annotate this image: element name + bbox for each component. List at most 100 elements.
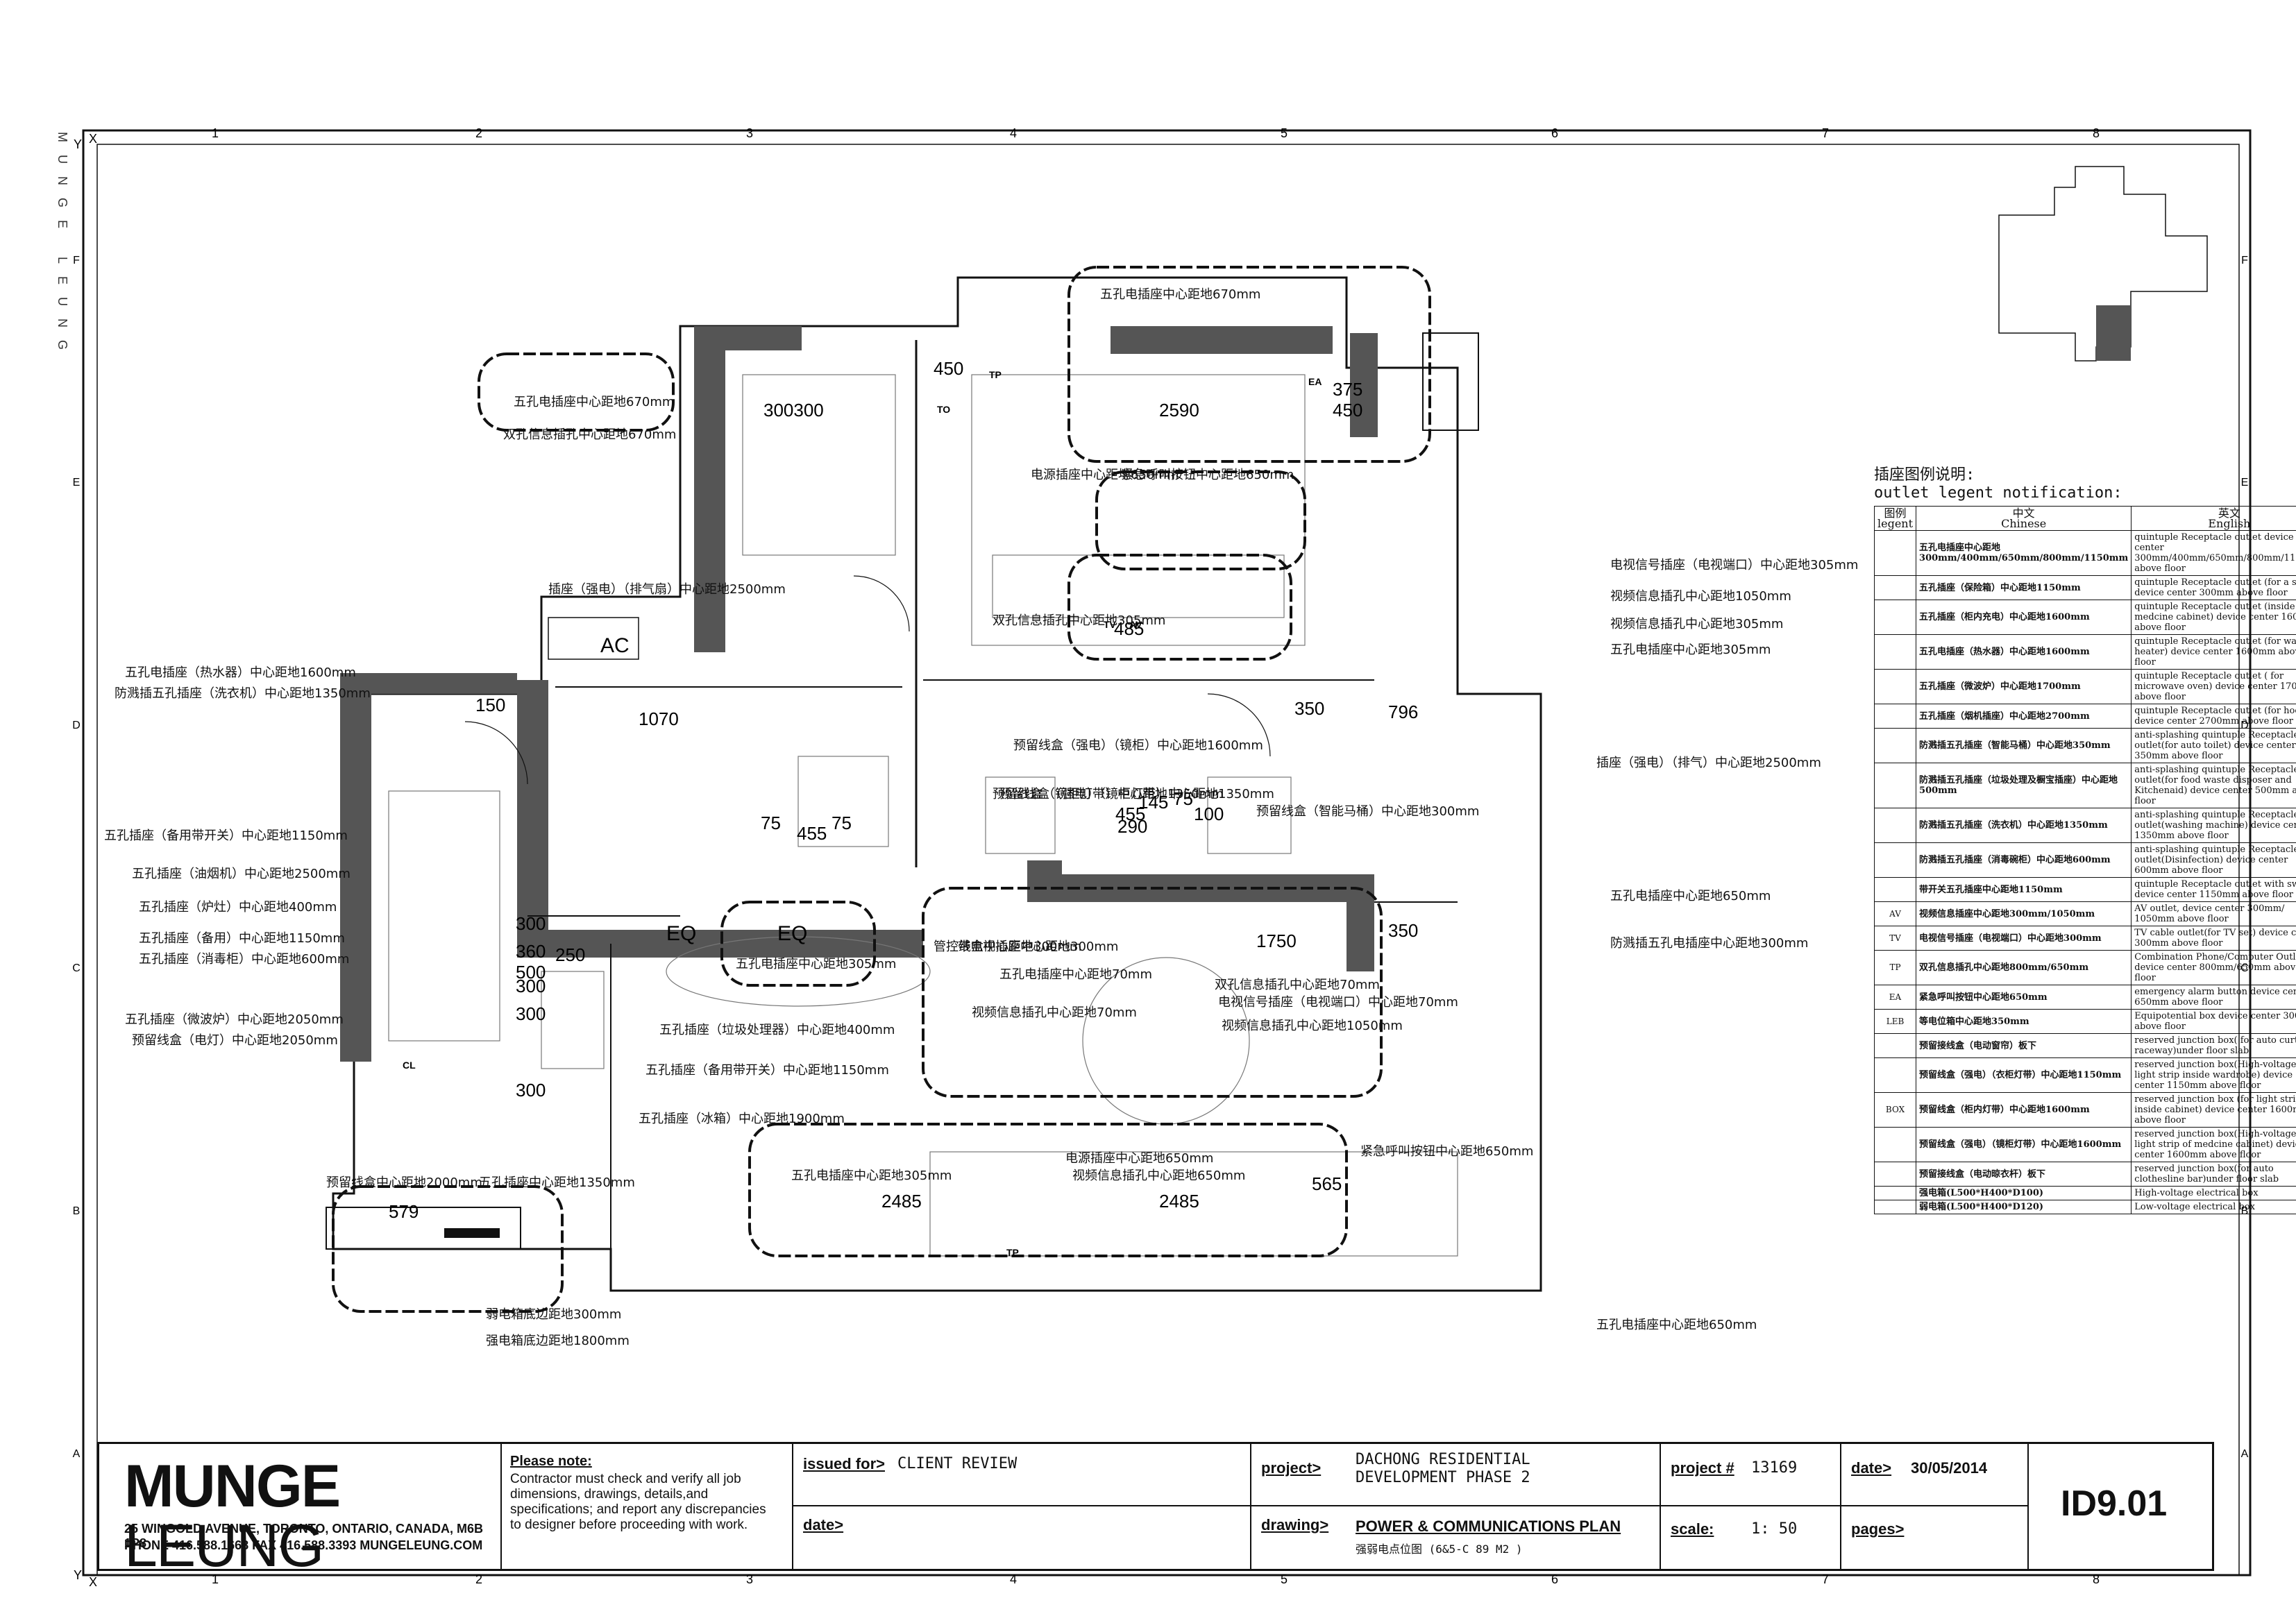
room-mark-label: EQ	[777, 922, 807, 945]
legend-en: quintuple Receptacle outlet (inside medc…	[2131, 600, 2296, 635]
grid-col-label: 7	[1822, 126, 1829, 140]
dimension-label: 300	[516, 1003, 546, 1024]
legend-zh: 五孔插座（柜内充电）中心距地1600mm	[1916, 600, 2132, 635]
project-cell: project> DACHONG RESIDENTIAL DEVELOPMENT…	[1251, 1444, 1661, 1569]
legend-en: quintuple Receptacle outlet (for a safe)…	[2131, 575, 2296, 600]
outlet-callout: 管控线盒中心距地300mm	[934, 940, 1082, 954]
outlet-callout: 电视信号插座（电视端口）中心距地305mm	[1610, 558, 1859, 572]
outlet-callout: 五孔插座（油烟机）中心距地2500mm	[132, 867, 351, 881]
outlet-symbol-label: TP	[1006, 1247, 1019, 1258]
legend-en: AV outlet, device center 300mm/ 1050mm a…	[2131, 901, 2296, 926]
legend-title-en: outlet legent notification:	[1874, 484, 2122, 502]
legend-zh: 弱电箱(L500*H400*D120)	[1916, 1200, 2132, 1214]
legend-en: quintuple Receptacle outlet (for water h…	[2131, 634, 2296, 670]
grid-corner-label: Y	[74, 1568, 82, 1582]
issued-label: issued for>	[803, 1455, 885, 1472]
date-label: date>	[1851, 1459, 1892, 1477]
outlet-callout: 视频信息插孔中心距地70mm	[972, 1005, 1137, 1020]
legend-symbol	[1873, 575, 1917, 600]
project-label: project>	[1261, 1459, 1322, 1477]
dimension-label: 796	[1388, 702, 1418, 722]
legend-zh: 预留线盒（强电）（镜柜灯带）中心距地1600mm	[1916, 1127, 2132, 1162]
legend-zh: 强电箱(L500*H400*D100)	[1916, 1186, 2132, 1200]
outlet-callout: 视频信息插孔中心距地1050mm	[1610, 589, 1791, 604]
grid-row-label: A	[73, 1448, 81, 1460]
outlet-callout: 五孔电插座中心距地650mm	[1610, 889, 1771, 903]
legend-symbol	[1873, 1162, 1917, 1187]
outlet-callout: 五孔电插座中心距地70mm	[999, 967, 1152, 982]
drawing-number: ID9.01	[2061, 1484, 2168, 1524]
dimension-label: 145	[1138, 792, 1168, 813]
outlet-callout: 五孔插座（备用带开关）中心距地1150mm	[104, 829, 348, 843]
outlet-symbol-label: AV	[1129, 619, 1142, 630]
outlet-callout: 强电箱底边距地1800mm	[486, 1334, 630, 1348]
legend-zh: 紧急呼叫按钮中心距地650mm	[1916, 985, 2132, 1010]
outlet-callout: 插座（强电）（排气扇）中心距地2500mm	[548, 582, 786, 597]
dimension-label: 455	[797, 823, 827, 844]
legend-zh: 视频信息插座中心距地300mm/1050mm	[1916, 901, 2132, 926]
revision-cloud	[1095, 470, 1306, 570]
legend-symbol	[1873, 1186, 1917, 1200]
legend-symbol	[1873, 704, 1917, 729]
outlet-callout: 弱电箱底边距地300mm	[486, 1307, 622, 1322]
outlet-symbol-label: CL	[403, 1060, 416, 1071]
legend-en: TV cable outlet(for TV set) device cente…	[2131, 926, 2296, 951]
date-value: 30/05/2014	[1911, 1459, 1988, 1477]
legend-zh: 预留接线盒（电动晾衣杆）板下	[1916, 1162, 2132, 1187]
outlet-callout: 视频信息插孔中心距地650mm	[1072, 1169, 1246, 1183]
dimension-label: 250	[555, 944, 585, 965]
date-label-left: date>	[803, 1516, 844, 1533]
grid-col-label: 3	[746, 126, 753, 140]
outlet-callout: 预留线盒（强电）（镜柜灯带）中心距地1350mm	[999, 787, 1274, 801]
dimension-label: 375	[1333, 379, 1362, 400]
legend-en: quintuple Receptacle outlet ( for microw…	[2131, 669, 2296, 704]
dimension-label: 2485	[1159, 1191, 1199, 1212]
grid-row-label: D	[72, 720, 81, 731]
outlet-callout: 防溅插五孔电插座中心距地300mm	[1610, 936, 1809, 951]
outlet-callout: 预留线盒（镜柜灯带）中心距地1350mm	[993, 787, 1224, 801]
dimension-label: 500	[516, 962, 546, 983]
room-mark-label: EQ	[666, 922, 696, 945]
legend-en: reserved junction box(High-voltage) (for…	[2131, 1057, 2296, 1093]
grid-col-label: 2	[475, 1572, 482, 1586]
dimension-label: 75	[761, 813, 781, 833]
legend-symbol	[1873, 530, 1917, 576]
dimension-label: 579	[389, 1201, 419, 1222]
revision-cloud	[1067, 266, 1431, 463]
grid-row-label: C	[72, 962, 81, 974]
project-value-2: DEVELOPMENT PHASE 2	[1356, 1469, 1530, 1486]
revision-cloud	[748, 1123, 1348, 1257]
legend-zh: 电视信号插座（电视端口）中心距地300mm	[1916, 926, 2132, 951]
revision-cloud	[720, 901, 876, 987]
grid-col-label: 1	[212, 1572, 219, 1586]
outlet-callout: 防溅插五孔插座（洗衣机）中心距地1350mm	[115, 686, 371, 701]
dimension-label: 450	[1333, 400, 1362, 420]
legend-zh: 带开关五孔插座中心距地1150mm	[1916, 877, 2132, 902]
key-plan	[1998, 166, 2208, 362]
legend-symbol	[1873, 842, 1917, 878]
issue-cell: issued for> CLIENT REVIEW date>	[793, 1444, 1251, 1569]
outlet-symbol-label: TV	[1104, 619, 1117, 630]
outlet-callout: 双孔信息插孔中心距地305mm	[993, 613, 1166, 628]
legend-symbol	[1873, 634, 1917, 670]
grid-corner-label: Y	[74, 137, 82, 151]
outlet-callout: 插座（强电）（排气）中心距地2500mm	[1596, 756, 1821, 770]
outlet-callout: 电源插座中心距地650mm	[1065, 1151, 1214, 1166]
grid-col-label: 8	[2093, 1572, 2100, 1586]
legend-symbol	[1873, 877, 1917, 902]
outlet-symbol-label: TP	[989, 369, 1002, 380]
legend-hdr-sym-zh: 图例	[1884, 507, 1907, 520]
legend-symbol	[1873, 669, 1917, 704]
grid-col-label: 4	[1010, 126, 1017, 140]
legend-en: Equipotential box device center 300mm ab…	[2131, 1009, 2296, 1034]
project-no-label: project #	[1671, 1459, 1734, 1477]
project-value-1: DACHONG RESIDENTIAL	[1356, 1451, 1530, 1468]
